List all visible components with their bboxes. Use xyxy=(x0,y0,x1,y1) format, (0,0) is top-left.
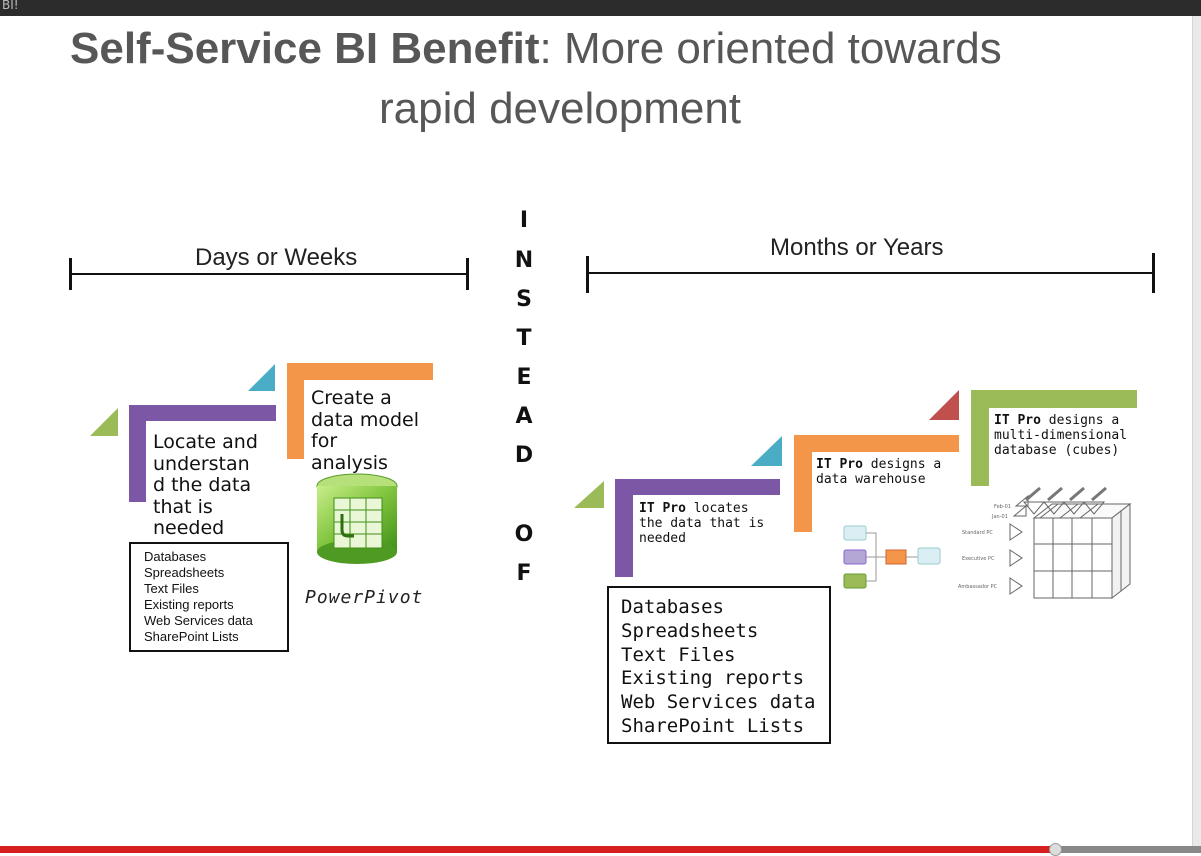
right-step2-bar-side xyxy=(794,435,812,532)
list-item: Databases xyxy=(621,596,724,618)
left-step1-bar-side xyxy=(129,405,146,502)
left-step2-bar-side xyxy=(287,363,304,459)
list-item: Web Services data xyxy=(621,691,816,714)
title-bold: Self-Service BI Benefit xyxy=(70,24,540,73)
window-top-bar: BI! xyxy=(0,0,1201,16)
right-step1-bar-top xyxy=(615,479,780,495)
title-line2: rapid development xyxy=(379,84,742,133)
list-item: Web Services data xyxy=(144,613,253,628)
divider-letter-o: O xyxy=(514,522,534,547)
right-step3-red-triangle xyxy=(929,390,959,420)
video-progress-knob[interactable] xyxy=(1049,843,1062,856)
slide: Self-Service BI Benefit: More oriented t… xyxy=(0,16,1192,846)
list-item: Spreadsheets xyxy=(144,565,225,580)
left-step2-blue-triangle xyxy=(248,364,275,391)
video-progress-remaining xyxy=(1055,846,1201,853)
window-title: BI! xyxy=(2,0,19,12)
list-item: Databases xyxy=(144,549,207,564)
divider-letter-d: D xyxy=(514,443,534,468)
right-timeline-end-cap xyxy=(1152,253,1155,293)
right-sources-box: Databases Spreadsheets Text Files Existi… xyxy=(607,586,831,744)
right-step1-bar-side xyxy=(615,479,633,577)
svg-text:Ambassador PC: Ambassador PC xyxy=(958,584,998,590)
list-item: Text Files xyxy=(621,643,736,666)
right-step3-bar-top xyxy=(971,390,1137,408)
divider-letter-e: E xyxy=(516,365,532,390)
video-progress-bar[interactable] xyxy=(0,843,1201,856)
divider-letter-f: F xyxy=(516,561,532,586)
powerpivot-logo-text: PowerPivot xyxy=(305,587,424,608)
right-step3-bar-side xyxy=(971,390,989,486)
powerpivot-icon xyxy=(316,473,398,564)
divider-letter-s: S xyxy=(516,287,532,312)
left-timeline-label: Days or Weeks xyxy=(195,244,358,271)
divider-letter-n: N xyxy=(514,248,534,273)
svg-text:Jan-01: Jan-01 xyxy=(991,514,1008,520)
left-step1-bar-top xyxy=(129,405,276,421)
right-timeline-line xyxy=(588,272,1155,274)
left-timeline-start-cap xyxy=(69,258,72,290)
svg-text:Feb-01: Feb-01 xyxy=(994,504,1011,510)
left-timeline-end-cap xyxy=(466,258,469,290)
left-step2-bar-top xyxy=(287,363,433,380)
right-step2-bar-top xyxy=(794,435,959,452)
data-warehouse-diagram-icon xyxy=(843,525,941,589)
svg-text:Standard PC: Standard PC xyxy=(962,530,993,536)
divider-letter-a: A xyxy=(515,404,533,429)
divider-letter-t: T xyxy=(516,326,532,351)
svg-text:Executive PC: Executive PC xyxy=(962,556,995,562)
list-item: SharePoint Lists xyxy=(144,629,239,644)
list-item: SharePoint Lists xyxy=(621,714,805,737)
right-step2-text: IT Pro designs a data warehouse xyxy=(816,457,942,487)
scrollbar[interactable] xyxy=(1192,16,1201,846)
right-step2-blue-triangle xyxy=(751,436,782,466)
right-timeline-start-cap xyxy=(586,256,589,293)
list-item: Existing reports xyxy=(621,667,805,690)
list-item: Spreadsheets xyxy=(621,619,759,642)
list-item: Text Files xyxy=(144,581,199,596)
title-rest: : More oriented towards xyxy=(539,24,1002,73)
right-step1-green-triangle xyxy=(574,481,604,508)
right-timeline-label: Months or Years xyxy=(770,234,944,261)
left-timeline-line xyxy=(70,273,468,275)
left-sources-box: Databases Spreadsheets Text Files Existi… xyxy=(129,542,289,652)
list-item: Existing reports xyxy=(144,597,234,612)
left-step1-green-triangle xyxy=(90,408,118,436)
divider-letter-i: I xyxy=(519,208,529,233)
